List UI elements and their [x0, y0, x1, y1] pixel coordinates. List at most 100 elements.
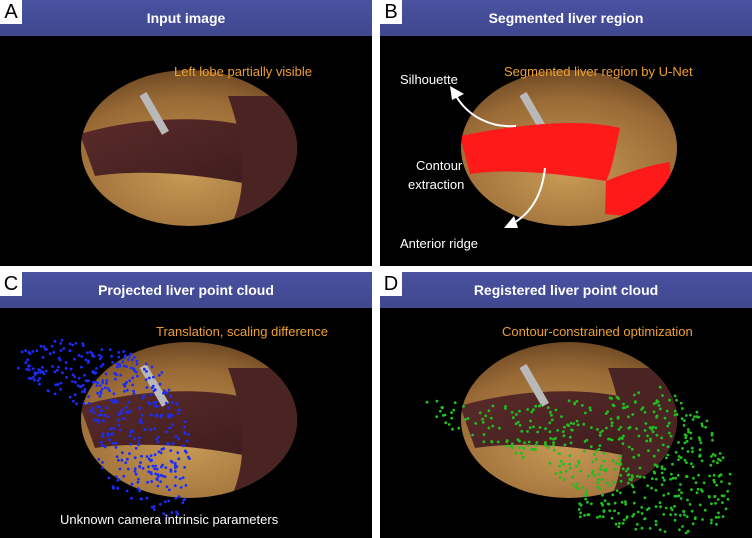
point	[505, 439, 509, 442]
point	[69, 367, 73, 371]
point	[559, 459, 563, 463]
point	[673, 413, 677, 417]
point	[444, 421, 448, 425]
point	[648, 527, 652, 530]
point	[544, 427, 547, 431]
point	[177, 437, 181, 441]
point	[698, 438, 702, 442]
point	[608, 437, 612, 441]
point	[670, 472, 673, 476]
point	[59, 342, 62, 345]
point	[151, 464, 155, 468]
point	[721, 515, 725, 518]
point	[591, 469, 595, 473]
point	[712, 473, 716, 477]
point	[147, 401, 150, 405]
point	[141, 396, 145, 400]
point	[145, 455, 149, 458]
point	[123, 354, 127, 358]
point	[716, 498, 720, 501]
point	[656, 449, 660, 452]
point	[122, 474, 126, 478]
point	[96, 391, 100, 395]
point	[549, 437, 552, 440]
point	[136, 487, 140, 490]
point	[618, 458, 622, 462]
panel-b-letter: B	[380, 0, 402, 24]
point	[718, 452, 722, 455]
point	[134, 472, 138, 476]
point	[619, 479, 623, 483]
point	[630, 474, 634, 478]
point	[686, 450, 690, 453]
point	[117, 351, 121, 354]
point	[96, 405, 100, 408]
point	[145, 370, 148, 373]
point	[716, 461, 719, 465]
point	[140, 454, 144, 458]
point	[167, 415, 171, 419]
point	[619, 473, 623, 477]
point	[491, 424, 495, 428]
point	[100, 387, 104, 391]
point	[119, 373, 123, 377]
point	[112, 401, 115, 404]
point	[717, 515, 720, 519]
point	[632, 512, 636, 516]
point	[709, 521, 713, 525]
point	[130, 430, 134, 433]
point	[84, 358, 88, 362]
point	[159, 451, 163, 455]
point	[45, 348, 48, 351]
point	[68, 342, 72, 346]
point	[110, 354, 113, 358]
point	[677, 488, 681, 492]
anterior-ridge-arrow	[511, 167, 546, 225]
point	[614, 467, 617, 471]
point	[649, 437, 652, 441]
point	[57, 365, 60, 369]
point	[544, 441, 547, 444]
point	[637, 391, 640, 395]
point	[83, 387, 87, 391]
point	[681, 447, 684, 450]
point	[121, 408, 124, 412]
point	[597, 472, 601, 476]
point	[176, 451, 180, 455]
point	[625, 515, 629, 518]
point	[532, 425, 535, 429]
point	[62, 347, 66, 350]
point	[614, 522, 618, 526]
point	[117, 478, 121, 481]
point	[71, 380, 74, 383]
point	[522, 446, 525, 450]
point	[154, 414, 158, 418]
point	[152, 375, 155, 379]
point	[597, 478, 600, 481]
point	[663, 467, 667, 471]
point	[74, 380, 77, 384]
point	[73, 357, 76, 361]
point	[450, 411, 453, 415]
point	[657, 404, 661, 407]
point	[630, 478, 633, 482]
point	[650, 486, 653, 490]
point	[681, 407, 684, 410]
point	[147, 457, 151, 461]
point	[504, 405, 507, 408]
point	[182, 444, 185, 448]
input-image	[81, 70, 297, 226]
point	[609, 417, 613, 421]
point	[661, 476, 665, 480]
point	[728, 482, 731, 486]
point	[77, 354, 81, 357]
point	[164, 500, 167, 504]
point	[643, 496, 647, 500]
point	[53, 370, 57, 374]
point	[559, 471, 563, 474]
point	[101, 379, 105, 382]
point	[146, 481, 150, 484]
point	[622, 402, 625, 406]
point	[133, 355, 136, 359]
point	[655, 415, 658, 419]
